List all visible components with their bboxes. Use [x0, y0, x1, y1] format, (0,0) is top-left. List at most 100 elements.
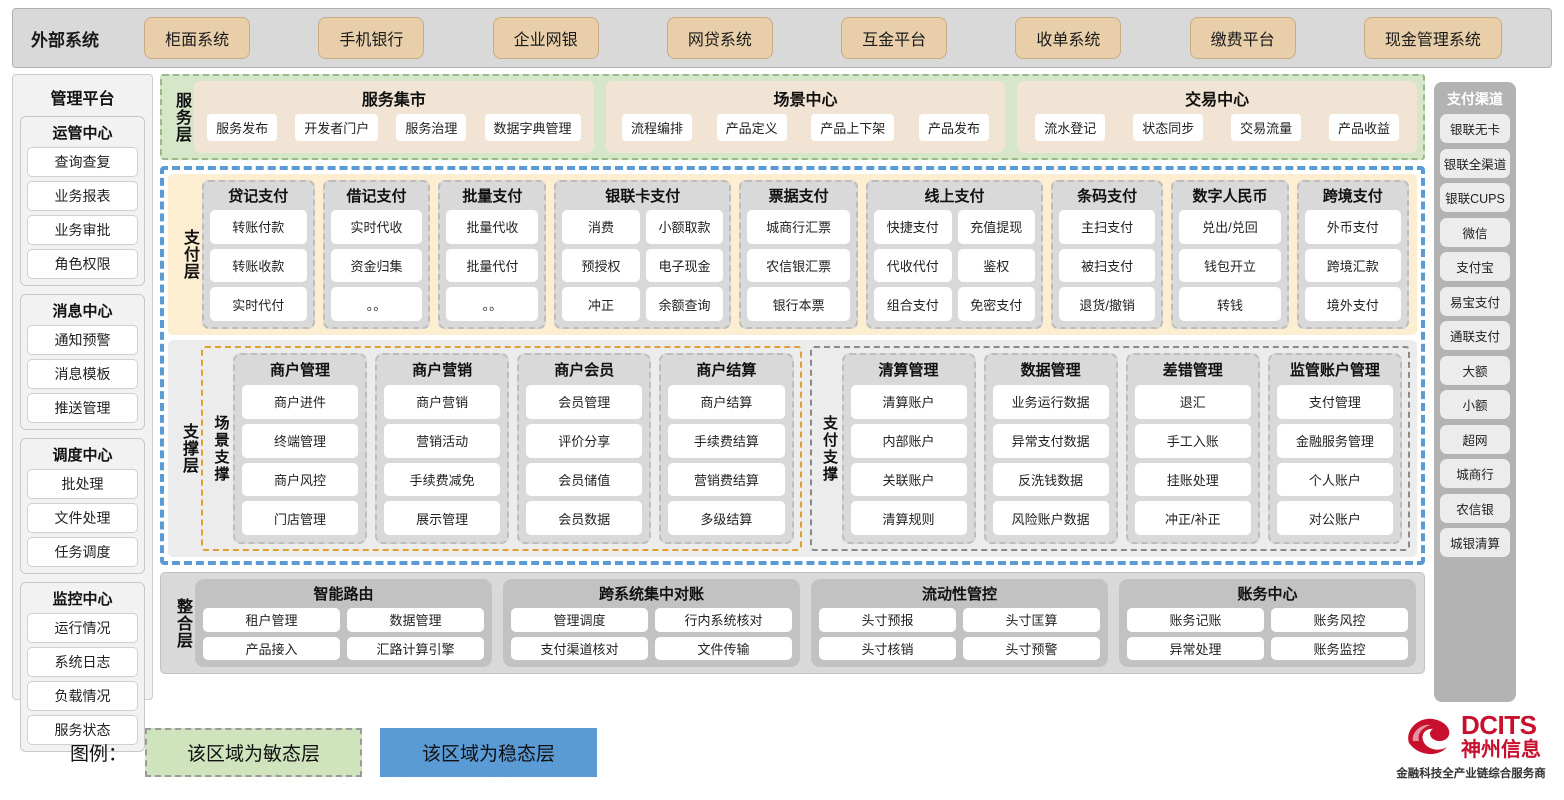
support-chip[interactable]: 商户营销	[384, 385, 501, 419]
sidebar-item[interactable]: 负载情况	[27, 681, 138, 711]
payment-chip[interactable]: 充值提现	[957, 210, 1035, 244]
integration-chip[interactable]: 数据管理	[347, 608, 484, 632]
payment-channel-item[interactable]: 银联全渠道	[1440, 148, 1510, 178]
payment-channel-item[interactable]: 通联支付	[1440, 321, 1510, 350]
service-chip[interactable]: 产品定义	[716, 114, 787, 141]
support-chip[interactable]: 清算账户	[850, 385, 967, 419]
payment-chip[interactable]: 组合支付	[874, 287, 952, 322]
payment-chip[interactable]: 转账付款	[210, 210, 307, 244]
support-chip[interactable]: 手续费结算	[668, 423, 785, 458]
external-system-item[interactable]: 收单系统	[1015, 17, 1122, 59]
integration-chip[interactable]: 账务风控	[1271, 608, 1408, 632]
payment-chip[interactable]: 鉴权	[957, 248, 1035, 283]
support-chip[interactable]: 商户结算	[668, 385, 785, 419]
external-system-item[interactable]: 缴费平台	[1189, 17, 1296, 59]
payment-chip[interactable]: 主扫支付	[1058, 210, 1156, 244]
support-chip[interactable]: 营销活动	[384, 423, 501, 458]
payment-chip[interactable]: 转账收款	[210, 248, 307, 283]
support-chip[interactable]: 手工入账	[1134, 423, 1251, 458]
support-chip[interactable]: 冲正/补正	[1134, 501, 1251, 535]
payment-chip[interactable]: 实时代收	[330, 210, 423, 244]
payment-channel-item[interactable]: 超网	[1440, 424, 1510, 454]
integration-chip[interactable]: 账务记账	[1127, 608, 1264, 632]
sidebar-item[interactable]: 通知预警	[27, 325, 138, 355]
support-chip[interactable]: 手续费减免	[384, 462, 501, 497]
support-chip[interactable]: 风险账户数据	[992, 501, 1109, 535]
support-chip[interactable]: 会员管理	[526, 385, 643, 419]
sidebar-item[interactable]: 角色权限	[27, 249, 138, 279]
payment-chip[interactable]: 冲正	[562, 287, 640, 322]
external-system-item[interactable]: 柜面系统	[144, 17, 251, 59]
payment-chip[interactable]: 批量代收	[446, 210, 539, 244]
external-system-item[interactable]: 网贷系统	[666, 17, 773, 59]
service-chip[interactable]: 开发者门户	[295, 114, 379, 141]
payment-chip[interactable]: 电子现金	[645, 248, 724, 283]
integration-chip[interactable]: 头寸预警	[963, 636, 1100, 660]
support-chip[interactable]: 终端管理	[242, 423, 359, 458]
payment-chip[interactable]: 小额取款	[645, 210, 724, 244]
support-chip[interactable]: 支付管理	[1276, 385, 1393, 419]
payment-channel-item[interactable]: 城商行	[1440, 459, 1510, 488]
payment-channel-item[interactable]: 小额	[1440, 390, 1510, 419]
integration-chip[interactable]: 头寸预报	[819, 608, 956, 632]
payment-chip[interactable]: 兑出/兑回	[1179, 210, 1281, 244]
payment-chip[interactable]: 退货/撤销	[1058, 287, 1156, 322]
payment-chip[interactable]: 消费	[562, 210, 640, 244]
integration-chip[interactable]: 头寸匡算	[963, 608, 1100, 632]
sidebar-item[interactable]: 推送管理	[27, 393, 138, 423]
payment-channel-item[interactable]: 大额	[1440, 355, 1510, 385]
service-chip[interactable]: 状态同步	[1133, 114, 1204, 141]
support-chip[interactable]: 挂账处理	[1134, 462, 1251, 497]
external-system-item[interactable]: 手机银行	[318, 17, 425, 59]
service-chip[interactable]: 交易流量	[1231, 114, 1302, 141]
payment-channel-item[interactable]: 易宝支付	[1440, 286, 1510, 316]
payment-chip[interactable]: 预授权	[562, 248, 640, 283]
service-chip[interactable]: 产品上下架	[811, 114, 895, 141]
support-chip[interactable]: 业务运行数据	[992, 385, 1109, 419]
support-chip[interactable]: 退汇	[1134, 385, 1251, 419]
external-system-item[interactable]: 现金管理系统	[1363, 17, 1502, 59]
payment-chip[interactable]: 免密支付	[957, 287, 1035, 322]
payment-chip[interactable]: 银行本票	[747, 287, 851, 322]
integration-chip[interactable]: 产品接入	[203, 636, 340, 660]
support-chip[interactable]: 反洗钱数据	[992, 462, 1109, 497]
support-chip[interactable]: 多级结算	[668, 501, 785, 535]
support-chip[interactable]: 商户进件	[242, 385, 359, 419]
support-chip[interactable]: 展示管理	[384, 501, 501, 535]
sidebar-item[interactable]: 文件处理	[27, 503, 138, 533]
sidebar-item[interactable]: 系统日志	[27, 647, 138, 677]
external-system-item[interactable]: 互金平台	[841, 17, 948, 59]
support-chip[interactable]: 商户风控	[242, 462, 359, 497]
payment-chip[interactable]: 。。	[446, 287, 539, 322]
integration-chip[interactable]: 文件传输	[655, 636, 792, 660]
support-chip[interactable]: 评价分享	[526, 423, 643, 458]
payment-chip[interactable]: 余额查询	[645, 287, 724, 322]
payment-chip[interactable]: 。。	[330, 287, 423, 322]
integration-chip[interactable]: 异常处理	[1127, 636, 1264, 660]
service-chip[interactable]: 流程编排	[621, 114, 692, 141]
support-chip[interactable]: 对公账户	[1276, 501, 1393, 535]
integration-chip[interactable]: 管理调度	[511, 608, 648, 632]
integration-chip[interactable]: 头寸核销	[819, 636, 956, 660]
support-chip[interactable]: 个人账户	[1276, 462, 1393, 497]
payment-channel-item[interactable]: 银联无卡	[1440, 114, 1510, 143]
sidebar-item[interactable]: 任务调度	[27, 537, 138, 567]
support-chip[interactable]: 会员数据	[526, 501, 643, 535]
payment-chip[interactable]: 农信银汇票	[747, 248, 851, 283]
payment-channel-item[interactable]: 银联CUPS	[1440, 183, 1510, 212]
payment-chip[interactable]: 外币支付	[1304, 210, 1401, 244]
payment-chip[interactable]: 资金归集	[330, 248, 423, 283]
support-chip[interactable]: 金融服务管理	[1276, 423, 1393, 458]
support-chip[interactable]: 关联账户	[850, 462, 967, 497]
payment-chip[interactable]: 转钱	[1179, 287, 1281, 322]
sidebar-item[interactable]: 查询查复	[27, 147, 138, 177]
sidebar-item[interactable]: 业务报表	[27, 181, 138, 211]
payment-chip[interactable]: 钱包开立	[1179, 248, 1281, 283]
integration-chip[interactable]: 账务监控	[1271, 636, 1408, 660]
service-chip[interactable]: 产品发布	[918, 114, 989, 141]
external-system-item[interactable]: 企业网银	[492, 17, 599, 59]
integration-chip[interactable]: 汇路计算引擎	[347, 636, 484, 660]
service-chip[interactable]: 流水登记	[1035, 114, 1106, 141]
support-chip[interactable]: 异常支付数据	[992, 423, 1109, 458]
payment-chip[interactable]: 跨境汇款	[1304, 248, 1401, 283]
